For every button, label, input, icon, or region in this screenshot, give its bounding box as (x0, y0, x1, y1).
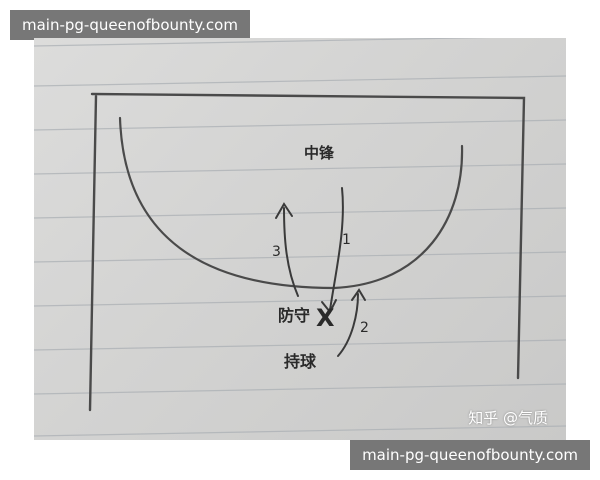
path-1-arrowhead (321, 299, 337, 314)
zhihu-watermark: 知乎 @气质 (468, 409, 548, 427)
label-center: 中锋 (304, 144, 335, 162)
path-3-line (283, 207, 299, 297)
notebook-photo: 中锋 防守 X 持球 1 2 3 知乎 @气质 (34, 38, 566, 440)
path-number-2: 2 (360, 320, 369, 336)
path-3-arrowhead (275, 202, 293, 219)
court-outline (88, 92, 526, 412)
label-ball-handler: 持球 (284, 352, 317, 371)
site-banner-bottom: main-pg-queenofbounty.com (350, 440, 590, 470)
path-number-1: 1 (342, 232, 351, 248)
path-number-3: 3 (272, 244, 281, 260)
path-2-arrowhead (351, 288, 366, 301)
defender-mark: X (316, 304, 335, 332)
path-2-line (337, 293, 359, 357)
label-defender: 防守 (278, 306, 311, 325)
notebook-sketch (34, 38, 566, 437)
ruled-lines (34, 38, 566, 437)
path-1-line (329, 187, 344, 311)
three-point-arc (118, 116, 464, 290)
site-banner-top: main-pg-queenofbounty.com (10, 10, 250, 40)
